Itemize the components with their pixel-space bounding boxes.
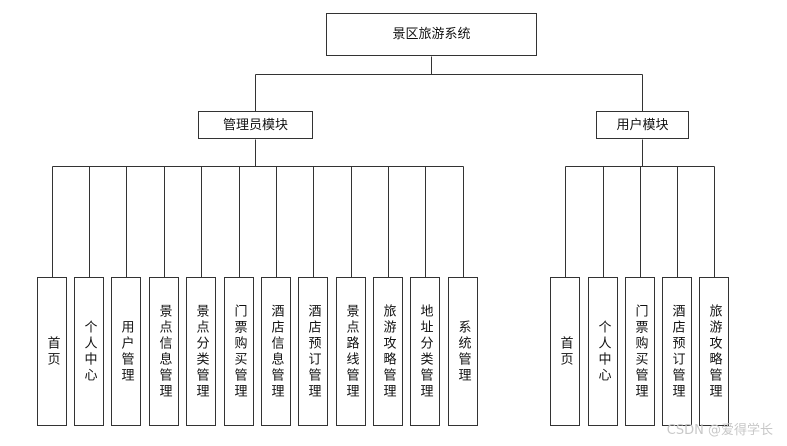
leaf-node: 系统管理 — [448, 277, 478, 426]
module-node-admin: 管理员模块 — [198, 111, 313, 139]
leaf-node: 地址分类管理 — [410, 277, 440, 426]
leaf-node: 首页 — [550, 277, 580, 426]
leaf-label: 景点路线管理 — [343, 303, 359, 400]
leaf-label: 旅游攻略管理 — [706, 303, 722, 400]
leaf-node: 酒店预订管理 — [298, 277, 328, 426]
leaf-label: 用户管理 — [118, 319, 134, 384]
leaf-node: 旅游攻略管理 — [373, 277, 403, 426]
watermark: CSDN @爱得学长 — [666, 423, 773, 438]
root-label: 景区旅游系统 — [392, 27, 471, 42]
leaf-node: 个人中心 — [74, 277, 104, 426]
root-node: 景区旅游系统 — [326, 13, 537, 56]
leaf-label: 酒店预订管理 — [669, 303, 685, 400]
leaf-node: 用户管理 — [111, 277, 141, 426]
leaf-label: 地址分类管理 — [417, 303, 433, 400]
leaf-node: 旅游攻略管理 — [699, 277, 729, 426]
leaf-label: 门票购买管理 — [231, 303, 247, 400]
leaf-node: 门票购买管理 — [625, 277, 655, 426]
leaf-label: 个人中心 — [595, 319, 611, 384]
leaf-node: 门票购买管理 — [224, 277, 254, 426]
leaf-node: 酒店预订管理 — [662, 277, 692, 426]
leaf-label: 酒店信息管理 — [268, 303, 284, 400]
leaf-node: 景点信息管理 — [149, 277, 179, 426]
leaf-label: 首页 — [557, 335, 573, 368]
module-label-admin: 管理员模块 — [222, 117, 288, 133]
leaf-node: 酒店信息管理 — [261, 277, 291, 426]
leaf-label: 个人中心 — [81, 319, 97, 384]
module-node-user: 用户模块 — [596, 111, 689, 139]
leaf-node: 首页 — [37, 277, 67, 426]
leaf-label: 景点分类管理 — [193, 303, 209, 400]
leaf-label: 酒店预订管理 — [305, 303, 321, 400]
module-label-user: 用户模块 — [616, 117, 669, 133]
leaf-label: 旅游攻略管理 — [380, 303, 396, 400]
leaf-node: 个人中心 — [588, 277, 618, 426]
leaf-label: 景点信息管理 — [156, 303, 172, 400]
leaf-label: 门票购买管理 — [632, 303, 648, 400]
leaf-node: 景点分类管理 — [186, 277, 216, 426]
leaf-label: 首页 — [44, 335, 60, 368]
leaf-label: 系统管理 — [455, 319, 471, 384]
leaf-node: 景点路线管理 — [336, 277, 366, 426]
